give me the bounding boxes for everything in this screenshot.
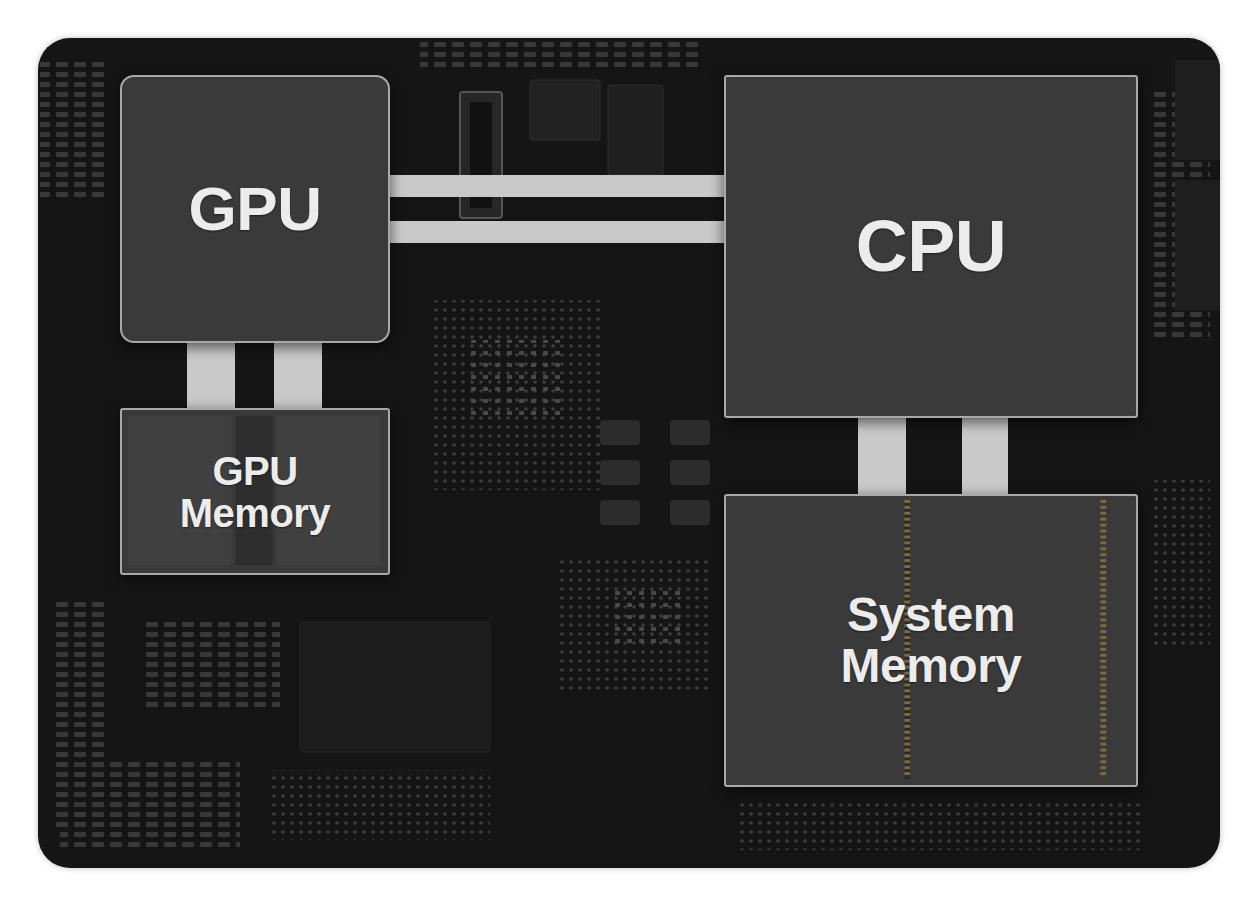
component-box: GPU Memory [120,408,390,575]
bus-bar [274,343,322,408]
component-label: CPU [856,209,1007,285]
bus-bar [858,418,906,494]
component-label: GPU Memory [165,450,345,534]
bus-connector [985,418,986,494]
bus-bar [390,221,724,243]
component-box: CPU [724,75,1138,418]
bus-connector [390,232,724,233]
component-box: System Memory [724,494,1138,787]
bus-connector [390,186,724,187]
bus-connector [882,418,883,494]
bus-bar [962,418,1008,494]
component-box: GPU [120,75,390,343]
bus-connector [298,343,299,408]
bus-bar [187,343,235,408]
component-label: System Memory [796,590,1066,691]
component-label: GPU [189,176,322,241]
bus-connector [211,343,212,408]
bus-bar [390,175,724,197]
